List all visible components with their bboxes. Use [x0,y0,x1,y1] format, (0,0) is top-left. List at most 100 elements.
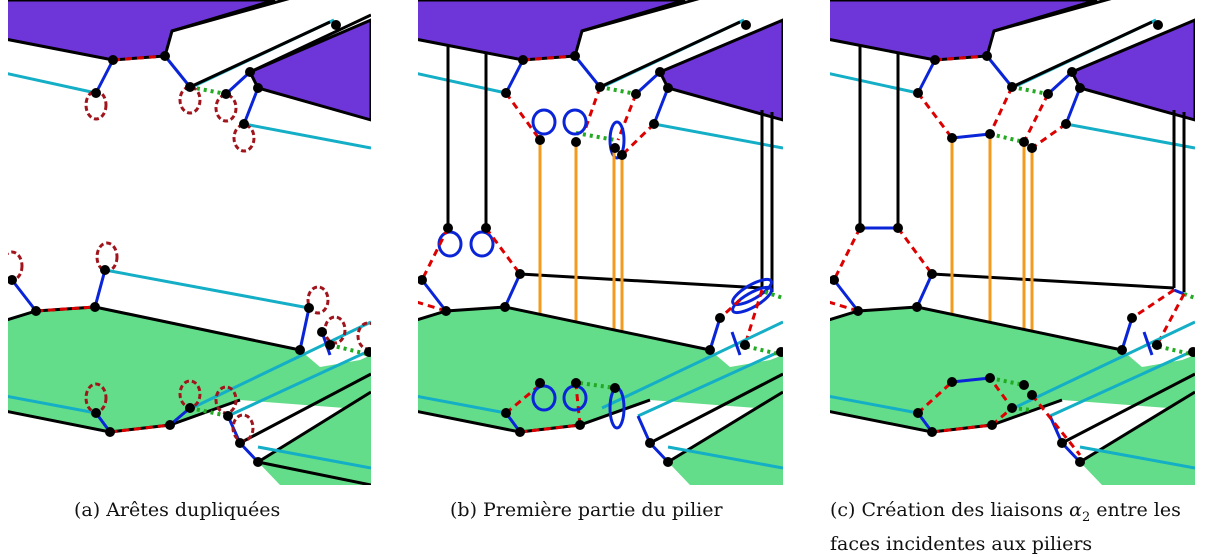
black-edge [993,0,1112,33]
vertex [253,83,263,93]
alpha1-edge [242,87,260,125]
alpha1-edge [93,269,107,308]
vertex [1007,403,1017,413]
bottom-face-left [830,307,1195,432]
loop [306,285,330,315]
vertex [304,303,314,313]
vertex [741,20,751,30]
vertex [1188,347,1195,357]
bottom-face-right [1080,392,1195,485]
loop [731,277,773,307]
alpha0-edge [830,300,859,313]
alpha2-edge [329,343,371,357]
vertex [1027,390,1037,400]
vertex [645,438,655,448]
vertex [575,420,585,430]
alpha2-edge [599,85,637,96]
vertex [595,82,605,92]
cyan-edge [1065,122,1195,150]
alpha0-edge [574,384,582,426]
vertex [1075,83,1085,93]
black-edge [649,372,783,445]
loop [562,108,588,136]
bottom-face-left [418,307,783,432]
top-face-right [1069,18,1195,122]
alpha0-edge [519,423,581,434]
alpha1-edge [1142,331,1154,356]
alpha0-edge [504,92,542,141]
vertex [501,88,511,98]
alpha0-edge [418,300,447,313]
alpha0-edge [916,380,954,415]
black-edge [931,272,1175,290]
vertex [90,302,100,312]
loop [531,108,557,136]
vertex [31,306,41,316]
caption-b: (b) Première partie du pilier [450,497,770,523]
black-edge [1011,20,1153,89]
cyan-edge [418,72,507,95]
black-edge [581,0,700,33]
black-edge [519,272,763,290]
alpha1-edge [730,331,742,356]
vertex [927,269,937,279]
vertex [1043,89,1053,99]
caption-a-title: Arêtes dupliquées [106,499,281,521]
alpha1-edge [1046,70,1074,96]
vertex [927,427,937,437]
vertex [617,150,627,160]
vertex [1152,340,1162,350]
loop [469,230,495,258]
black-edge [239,372,371,445]
vertex [947,133,957,143]
black-edge [1061,372,1195,445]
alpha1-edge [163,55,192,88]
vertex [223,411,233,421]
bottom-face-right [668,392,783,485]
vertex [930,55,940,65]
vertex [610,143,620,153]
alpha0-edge [522,54,576,62]
vertex [913,408,923,418]
loop [231,413,255,443]
alpha2-edge [189,85,227,96]
vertex [830,275,839,285]
vertex [715,313,725,323]
vertex [985,129,995,139]
vertex [501,408,511,418]
panel-a-diagram [8,0,371,485]
black-edge [249,13,371,74]
vertex [610,383,620,393]
alpha2-edge [1011,85,1049,96]
vertex [649,119,659,129]
alpha1-edge [985,55,1014,88]
cyan-edge [830,72,919,95]
vertex [535,135,545,145]
loop [178,85,202,115]
caption-c-label: (c) [830,499,856,521]
alpha0-edge [1031,122,1067,150]
loop [232,123,256,153]
cyan-edge [227,348,371,418]
alpha1-edge [420,279,448,312]
alpha2-edge [579,381,616,390]
black-edge [189,20,331,89]
vertex [515,427,525,437]
alpha0-edge [916,92,954,139]
vertex [235,438,245,448]
vertex [1019,137,1029,147]
alpha1-edge [503,273,522,308]
caption-b-title: Première partie du pilier [483,499,723,521]
cyan-edge [830,394,919,415]
caption-a-label: (a) [74,499,101,521]
alpha0-edge [934,54,988,62]
vertex [325,340,335,350]
vertex [1075,457,1085,467]
black-edge [418,305,711,352]
vertex [776,347,783,357]
vertex [165,420,175,430]
alpha0-edge [718,298,742,320]
alpha0-edge [896,227,934,275]
alpha-index: 2 [1081,509,1091,525]
top-face-left [418,0,686,62]
